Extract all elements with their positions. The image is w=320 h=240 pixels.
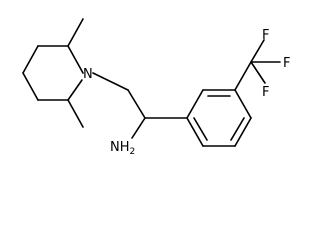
nitrogen-label: N — [83, 67, 93, 82]
bond-ch-nh2 — [131, 117, 146, 139]
fluorine-lower-label: F — [262, 85, 269, 100]
bond-ring-4 — [22, 72, 39, 101]
bond-ar-1 — [186, 89, 204, 119]
molecule-structure: N NH2 F F F — [22, 18, 290, 157]
trifluoromethyl-group — [234, 39, 281, 91]
bond-n-ch2 — [92, 72, 129, 91]
bond-ring-1 — [67, 45, 84, 74]
bond-ring-6 — [67, 79, 83, 101]
amine-label-main: NH — [110, 140, 130, 155]
benzene-ring — [186, 89, 252, 147]
bond-ar-double-2 — [230, 117, 245, 141]
bond-cf-top — [250, 39, 265, 63]
fluorine-right-label: F — [283, 56, 290, 71]
bond-cf-lower — [250, 61, 266, 84]
bond-methyl-bottom — [67, 99, 84, 128]
bond-ar-double-3 — [193, 117, 208, 141]
bond-ar-6 — [186, 117, 204, 147]
bond-ch2-ch — [127, 89, 146, 119]
fluorine-top-label: F — [262, 28, 269, 43]
bond-ar-cf3 — [234, 61, 252, 91]
bond-ar-3 — [234, 89, 252, 119]
ethylamine-chain — [92, 72, 188, 139]
bond-ring-3 — [22, 45, 39, 74]
piperidine-ring — [22, 18, 84, 128]
bond-ar-4 — [234, 117, 252, 147]
amine-label-subscript: 2 — [130, 147, 136, 157]
structure-canvas: N NH2 F F F — [22, 18, 291, 157]
amine-label: NH2 — [110, 140, 135, 157]
bond-methyl-top — [67, 18, 84, 47]
